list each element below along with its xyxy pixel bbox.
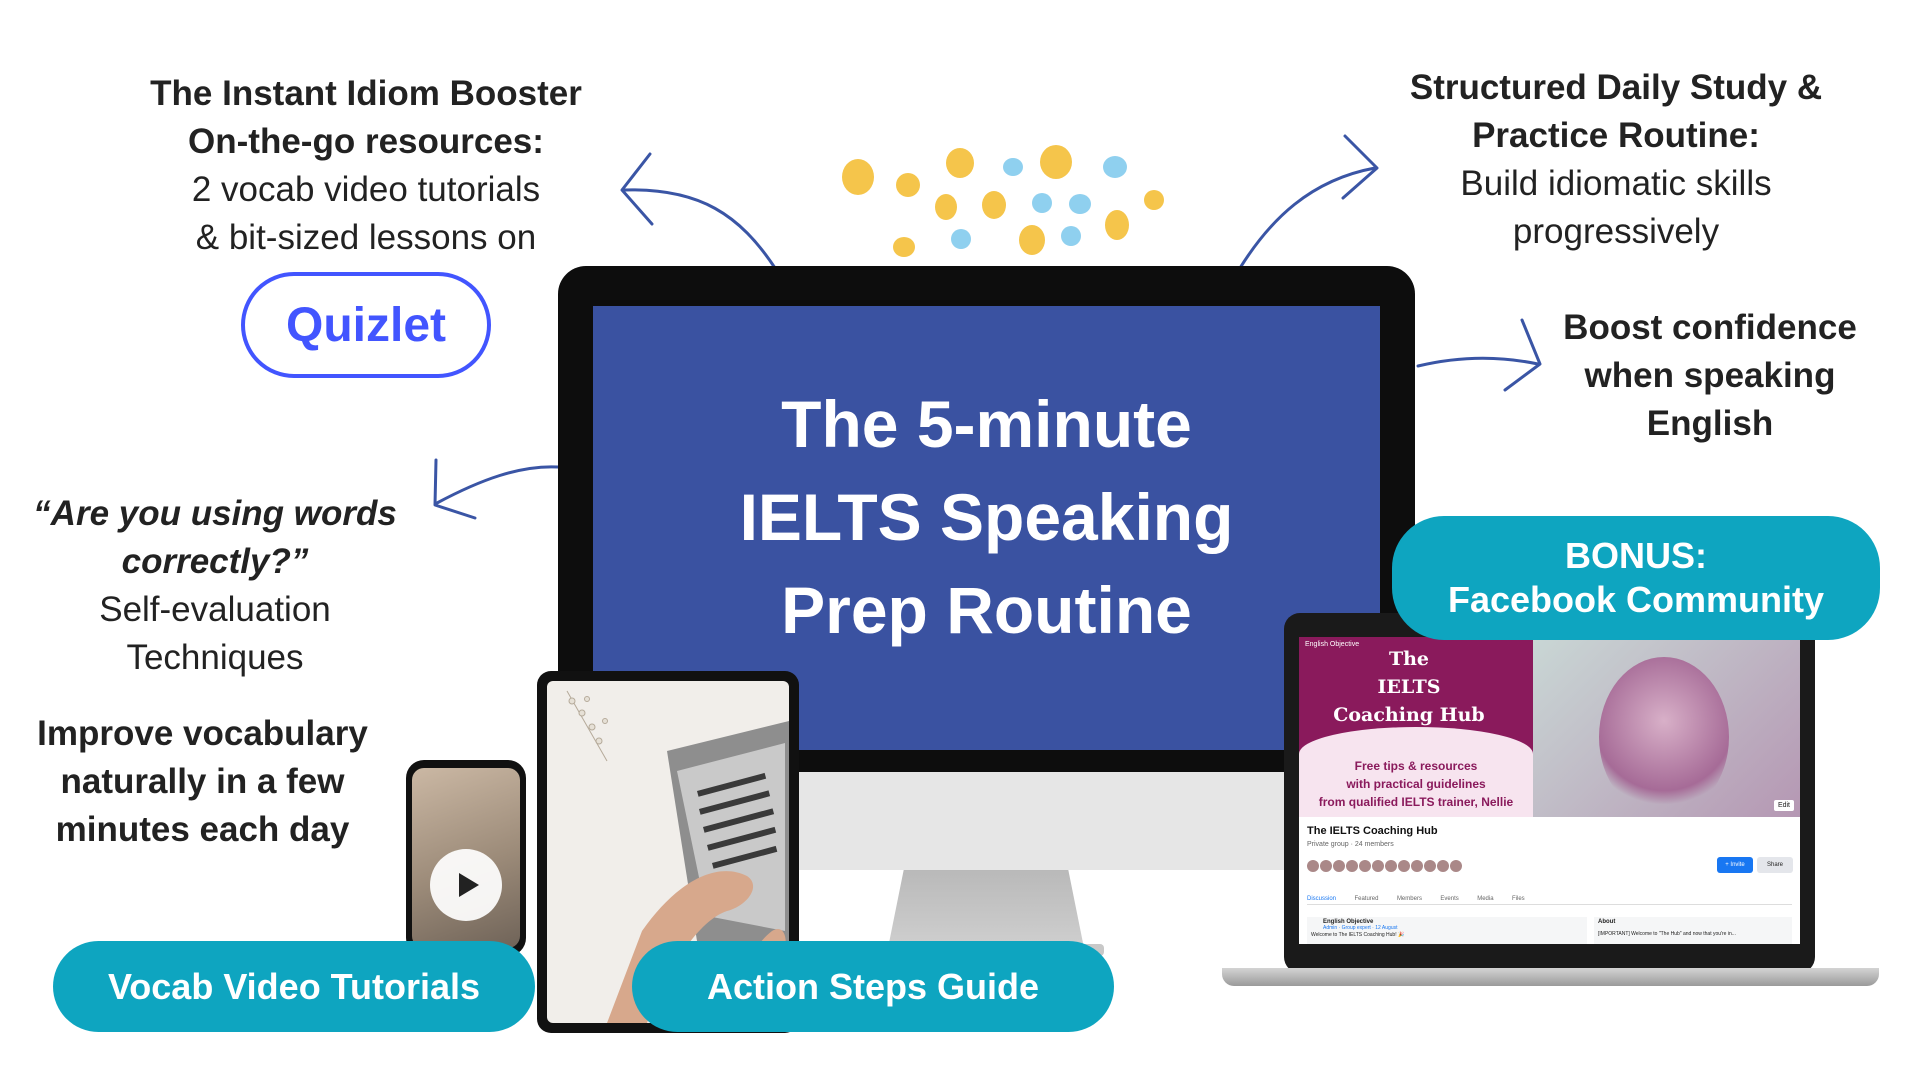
member-avatars [1307, 859, 1792, 873]
avatar [1333, 860, 1345, 872]
self-eval-line-1: Self-evaluation [99, 590, 331, 629]
boost-line-2: when speaking [1584, 356, 1836, 395]
hub-title-3: Coaching Hub [1333, 704, 1485, 726]
curved-arrow-icon [623, 188, 777, 270]
curved-arrow-icon [1238, 166, 1377, 270]
edit-cover-button[interactable]: Edit [1773, 800, 1794, 811]
play-icon[interactable] [430, 849, 502, 921]
avatar [1437, 860, 1449, 872]
action-steps-guide-button[interactable]: Action Steps Guide [632, 941, 1114, 1032]
avatar [1359, 860, 1371, 872]
curved-arrow-icon [1341, 134, 1379, 200]
tab-events[interactable]: Events [1440, 896, 1459, 902]
self-eval-line-2: Techniques [126, 638, 304, 677]
about-panel: About [IMPORTANT] Welcome to "The Hub" a… [1594, 917, 1792, 944]
avatar [1411, 860, 1423, 872]
laptop-screen: English Objective The IELTS Coaching Hub… [1299, 637, 1800, 944]
boost-line-1: Boost confidence [1563, 308, 1857, 347]
brand-label: English Objective [1305, 641, 1360, 648]
daily-study-text: Structured Daily Study & Practice Routin… [1386, 64, 1846, 256]
post-preview: English Objective Admin · Group expert ·… [1307, 917, 1587, 944]
laptop-base [1222, 968, 1879, 986]
quizlet-logo: Quizlet [241, 272, 491, 378]
avatar [1372, 860, 1384, 872]
group-tabs: Discussion Featured Members Events Media… [1307, 887, 1792, 905]
boost-confidence-text: Boost confidence when speaking English [1540, 304, 1880, 448]
resources-subtitle: On-the-go resources: [188, 122, 544, 161]
hub-sub-1: Free tips & resources [1354, 759, 1478, 773]
hub-cover-photo: Edit [1533, 637, 1800, 817]
daily-study-title-2: Practice Routine: [1472, 116, 1760, 155]
resources-line-2: & bit-sized lessons on [195, 218, 537, 257]
share-button[interactable]: Share [1757, 857, 1793, 873]
avatar [1398, 860, 1410, 872]
hub-cover-left: English Objective The IELTS Coaching Hub… [1299, 637, 1533, 817]
course-title: The 5-minute IELTS Speaking Prep Routine [593, 378, 1380, 657]
hub-subtitle: Free tips & resources with practical gui… [1299, 757, 1533, 811]
curved-arrow-icon [620, 152, 654, 226]
avatar [1385, 860, 1397, 872]
about-text: [IMPORTANT] Welcome to "The Hub" and now… [1598, 931, 1736, 937]
idiom-booster-text: The Instant Idiom Booster On-the-go reso… [116, 70, 616, 262]
quote-line-1: “Are you using words [33, 494, 397, 533]
tab-files[interactable]: Files [1512, 896, 1525, 902]
hub-wave [1299, 727, 1533, 817]
daily-study-title-1: Structured Daily Study & [1409, 68, 1823, 107]
post-meta: Admin · Group expert · 12 August [1323, 925, 1398, 931]
trainer-photo [1599, 657, 1729, 817]
improve-vocab-text: Improve vocabulary naturally in a few mi… [20, 710, 385, 854]
about-title: About [1598, 919, 1616, 925]
tab-media[interactable]: Media [1477, 896, 1494, 902]
daily-study-line-2: progressively [1512, 212, 1720, 251]
daily-study-line-1: Build idiomatic skills [1460, 164, 1772, 203]
flower-sprig [566, 690, 608, 762]
vocab-video-tutorials-button[interactable]: Vocab Video Tutorials [53, 941, 535, 1032]
improve-line-2: naturally in a few [60, 762, 345, 801]
tab-featured[interactable]: Featured [1354, 896, 1379, 902]
group-meta: Private group · 24 members [1307, 841, 1394, 848]
group-name: The IELTS Coaching Hub [1307, 825, 1438, 837]
post-text: Welcome to The IELTS Coaching Hub! 🎉 [1311, 932, 1405, 938]
curved-arrow-icon [433, 458, 477, 520]
facebook-community-button[interactable]: BONUS: Facebook Community [1392, 516, 1880, 640]
avatar [1320, 860, 1332, 872]
improve-line-3: minutes each day [55, 810, 350, 849]
course-title-line-3: Prep Routine [781, 573, 1192, 647]
tab-members[interactable]: Members [1396, 896, 1422, 902]
tab-discussion[interactable]: Discussion [1307, 896, 1337, 902]
curved-arrow-icon [435, 465, 560, 505]
quote-line-2: correctly?” [121, 542, 309, 581]
hub-title: The IELTS Coaching Hub [1319, 645, 1499, 729]
post-author: English Objective [1323, 919, 1374, 925]
improve-line-1: Improve vocabulary [37, 714, 368, 753]
invite-button[interactable]: + Invite [1717, 857, 1753, 873]
avatar [1424, 860, 1436, 872]
decorative-dots [842, 145, 1164, 257]
idiom-booster-title: The Instant Idiom Booster [150, 74, 582, 113]
course-title-line-1: The 5-minute [781, 387, 1192, 461]
facebook-community-label: Facebook Community [1447, 579, 1825, 620]
hub-sub-3: from qualified IELTS trainer, Nellie [1318, 795, 1514, 809]
self-evaluation-text: “Are you using words correctly?” Self-ev… [20, 490, 410, 682]
monitor-stand [888, 870, 1084, 948]
curved-arrow-icon [1416, 356, 1540, 368]
curved-arrow-icon [1503, 318, 1542, 392]
bonus-label: BONUS: [1565, 535, 1707, 576]
hub-title-1: The [1388, 648, 1430, 670]
hub-title-2: IELTS [1377, 676, 1441, 698]
avatar [1307, 860, 1319, 872]
course-title-line-2: IELTS Speaking [739, 480, 1234, 554]
hub-sub-2: with practical guidelines [1346, 777, 1486, 791]
boost-line-3: English [1646, 404, 1774, 443]
resources-line-1: 2 vocab video tutorials [191, 170, 541, 209]
avatar [1450, 860, 1462, 872]
avatar [1346, 860, 1358, 872]
